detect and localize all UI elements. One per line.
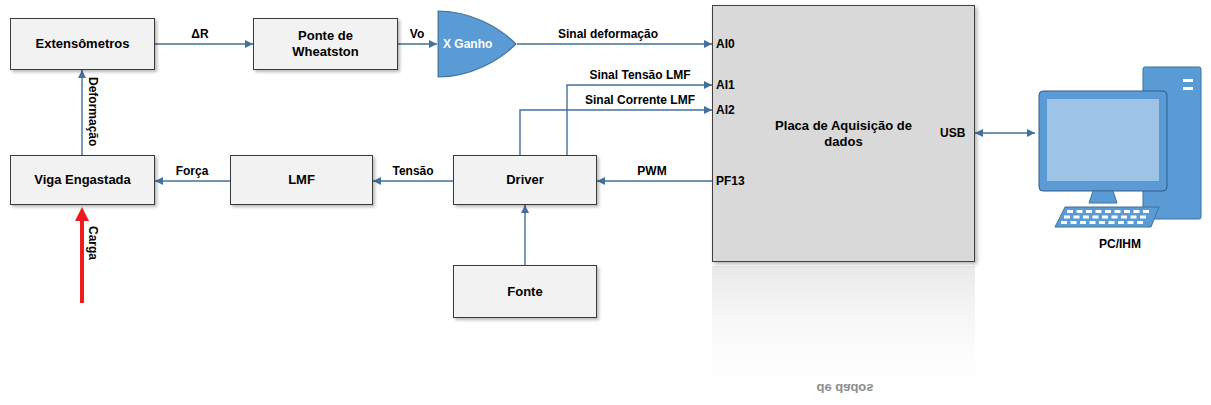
node-label: Driver [506,172,544,188]
computer-icon-part [1093,216,1099,219]
connector-arrow [373,180,453,181]
signal-label: Deformação [86,75,100,148]
computer-icon-part [1090,221,1096,224]
computer-icon-part [1061,221,1067,224]
computer-icon-part [1128,221,1134,224]
signal-label: Tensão [390,164,435,178]
computer-icon [1035,65,1205,230]
node-label: Viga Engastada [34,172,131,188]
board-reflection [712,266,975,405]
computer-icon-part [1071,221,1077,224]
computer-icon-part [1137,221,1143,224]
signal-label: Sinal Tensão LMF [587,68,692,82]
connector-arrow [155,180,230,181]
load-label: Carga [86,226,100,260]
pin-label: PF13 [716,174,745,188]
computer-icon-part [1096,210,1102,213]
computer-icon-part [1109,221,1115,224]
signal-label: PWM [635,164,668,178]
connector-arrow [567,85,712,155]
node-label: Fonte [507,284,542,300]
computer-icon-part [1039,91,1167,191]
computer-icon-part [1124,210,1130,213]
acquisition-board: Placa de Aquisição de dados [712,5,975,262]
computer-icon-part [1077,210,1083,213]
node-label: LMF [288,172,315,188]
pin-label: AI0 [716,37,735,51]
process-box: Driver [453,155,597,205]
process-box: Viga Engastada [10,155,155,205]
computer-icon-part [1047,99,1159,181]
computer-icon-part [1121,216,1127,219]
node-label: Placa de Aquisição de dados [774,118,914,150]
computer-icon-part [1115,210,1121,213]
signal-label: Sinal deformação [556,27,660,41]
computer-icon-part [1099,221,1105,224]
connector-arrow [975,132,1035,133]
computer-icon-part [1086,210,1092,213]
signal-label: Força [174,164,211,178]
computer-icon: PC/IHM [1035,65,1205,255]
signal-label: Vo [408,27,426,41]
connector-arrow [155,43,253,44]
signal-label: ΔR [189,27,210,41]
pin-label: AI2 [716,103,735,117]
connector-arrow [81,70,82,155]
computer-icon-part [1118,221,1124,224]
amplifier-symbol: X Ganho [437,10,517,78]
connector-arrow [520,110,712,155]
process-box: Extensômetros [10,18,155,70]
computer-icon-part [1055,207,1159,227]
computer-icon-part [1064,216,1070,219]
load-arrow [80,218,84,303]
computer-icon-part [1083,216,1089,219]
process-box: Fonte [453,265,597,318]
signal-label: Sinal Corrente LMF [583,93,697,107]
computer-icon-part [1112,216,1118,219]
connector-arrow [517,43,712,44]
computer-icon-part [1140,216,1146,219]
process-box: LMF [230,155,373,205]
computer-icon-part [1131,216,1137,219]
computer-icon-part [1183,87,1193,90]
process-box: Ponte de Wheatston [253,18,398,70]
connector-arrow [524,205,525,265]
node-label: Extensômetros [36,36,130,52]
node-label: X Ganho [437,36,492,52]
computer-icon-part [1183,79,1193,82]
node-label: Ponte de Wheatston [286,28,366,60]
computer-icon-part [1105,210,1111,213]
computer-icon-part [1080,221,1086,224]
computer-icon-part [1102,216,1108,219]
computer-icon-part [1143,210,1149,213]
computer-icon-part [1074,216,1080,219]
pin-label: USB [940,126,965,140]
connector-arrow [597,180,712,181]
computer-icon-part [1134,210,1140,213]
device-label: PC/IHM [1099,236,1141,252]
computer-icon-part [1067,210,1073,213]
connector-arrow [398,43,437,44]
computer-icon-part [1089,191,1117,203]
reflection-text: de dados [816,381,873,395]
load-arrowhead [75,207,89,221]
pin-label: AI1 [716,78,735,92]
